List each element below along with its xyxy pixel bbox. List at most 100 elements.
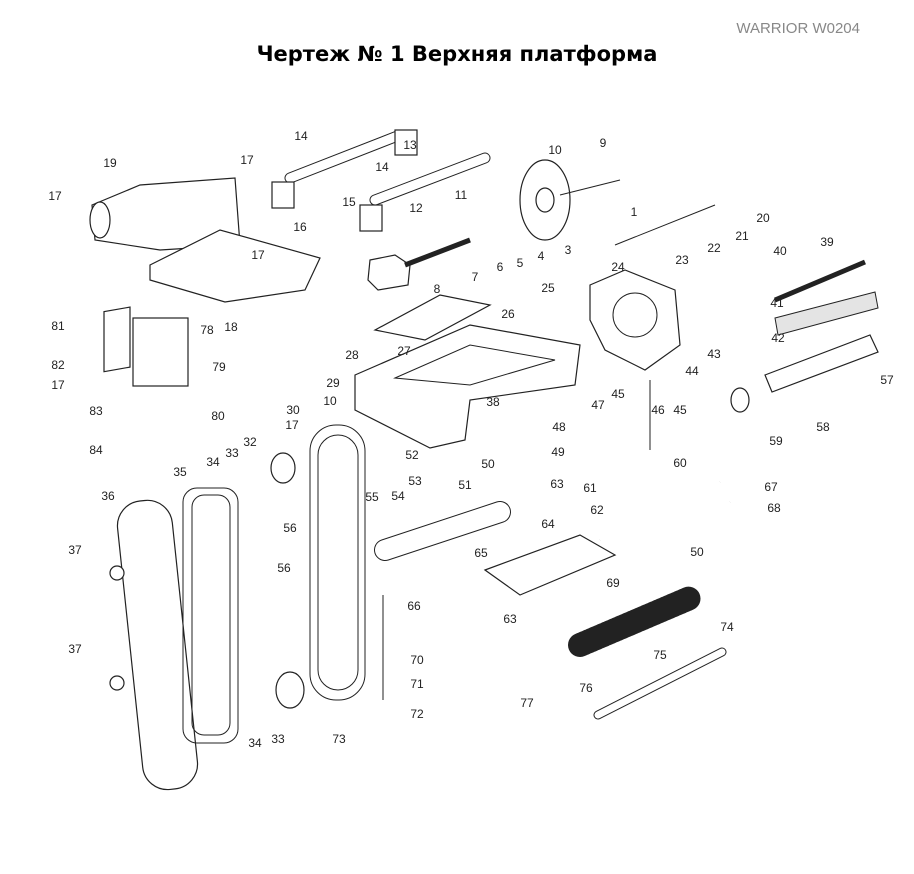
part-number-label: 71: [410, 677, 424, 691]
part-number-label: 67: [764, 480, 778, 494]
part-number-label: 73: [332, 732, 346, 746]
part-number-label: 3: [565, 243, 572, 257]
part-number-label: 14: [294, 129, 308, 143]
part-number-label: 60: [673, 456, 687, 470]
part-number-label: 70: [410, 653, 424, 667]
part-number-label: 46: [651, 403, 665, 417]
dust-port: [89, 201, 111, 239]
belt-guard: [116, 499, 199, 791]
part-number-label: 22: [707, 241, 721, 255]
part-number-label: 82: [51, 358, 65, 372]
part-number-label: 75: [653, 648, 667, 662]
part-number-label: 17: [51, 378, 65, 392]
part-number-label: 43: [707, 347, 721, 361]
part-number-label: 51: [458, 478, 472, 492]
part-number-label: 9: [600, 136, 607, 150]
part-number-label: 49: [551, 445, 565, 459]
part-number-label: 15: [342, 195, 356, 209]
gib-39: [774, 259, 866, 303]
roller-74: [568, 586, 702, 657]
gear-block: [367, 254, 411, 291]
part-number-label: 18: [224, 320, 238, 334]
part-number-label: 37: [68, 543, 82, 557]
part-number-label: 4: [538, 249, 545, 263]
lead-screw: [404, 237, 471, 268]
part-number-label: 45: [611, 387, 625, 401]
part-number-label: 45: [673, 403, 687, 417]
part-number-label: 5: [517, 256, 524, 270]
part-number-label: 61: [583, 481, 597, 495]
part-number-label: 42: [771, 331, 785, 345]
part-number-label: 16: [293, 220, 307, 234]
part-number-label: 6: [497, 260, 504, 274]
part-number-label: 19: [103, 156, 117, 170]
part-number-label: 57: [880, 373, 894, 387]
part-number-label: 76: [579, 681, 593, 695]
part-number-label: 10: [548, 143, 562, 157]
part-number-label: 14: [375, 160, 389, 174]
part-number-label: 56: [283, 521, 297, 535]
part-number-label: 11: [455, 188, 468, 202]
cutterhead: [764, 334, 879, 393]
drive-belt: [309, 424, 366, 701]
part-number-label: 20: [756, 211, 770, 225]
part-drawings: [89, 129, 879, 791]
knob-37a: [109, 565, 125, 581]
part-number-label: 62: [590, 503, 604, 517]
blade-41: [774, 291, 879, 336]
bracket-13: [394, 129, 418, 156]
part-number-label: 44: [685, 364, 699, 378]
cover-plate-26: [373, 294, 492, 341]
part-number-label: 63: [503, 612, 517, 626]
part-number-label: 17: [285, 418, 299, 432]
part-number-label: 17: [240, 153, 254, 167]
chip-deflector-69: [483, 534, 617, 596]
part-number-label: 68: [767, 501, 781, 515]
part-number-label: 17: [48, 189, 62, 203]
part-number-label: 32: [243, 435, 257, 449]
part-number-label: 58: [816, 420, 830, 434]
bearing-59: [730, 387, 750, 413]
part-number-label: 25: [541, 281, 555, 295]
part-number-label: 84: [89, 443, 103, 457]
part-number-label: 53: [408, 474, 422, 488]
bracket-15: [271, 181, 295, 209]
part-number-label: 17: [251, 248, 265, 262]
switch-box: [132, 317, 189, 387]
part-number-label: 23: [675, 253, 689, 267]
part-number-label: 1: [631, 205, 638, 219]
part-number-label: 28: [345, 348, 359, 362]
part-number-label: 59: [769, 434, 783, 448]
part-number-label: 33: [225, 446, 239, 460]
part-number-label: 7: [472, 270, 479, 284]
main-frame: [354, 324, 581, 449]
part-number-label: 10: [323, 394, 337, 408]
part-number-label: 29: [326, 376, 340, 390]
part-number-label: 55: [365, 490, 379, 504]
part-number-label: 52: [405, 448, 419, 462]
part-number-label: 64: [541, 517, 555, 531]
part-number-label: 13: [403, 138, 417, 152]
part-number-label: 54: [391, 489, 405, 503]
part-number-label: 79: [212, 360, 226, 374]
part-number-label: 36: [101, 489, 115, 503]
pulley-32: [270, 452, 296, 484]
part-number-label: 56: [277, 561, 291, 575]
part-number-label: 69: [606, 576, 620, 590]
part-number-label: 65: [474, 546, 488, 560]
part-number-label: 74: [720, 620, 734, 634]
part-number-label: 33: [271, 732, 285, 746]
part-number-label: 26: [501, 307, 515, 321]
brand-model-label: WARRIOR W0204: [736, 20, 860, 37]
part-number-label: 50: [481, 457, 495, 471]
part-number-label: 30: [286, 403, 300, 417]
part-number-label: 47: [591, 398, 605, 412]
part-number-label: 50: [690, 545, 704, 559]
part-number-label: 37: [68, 642, 82, 656]
part-number-label: 72: [410, 707, 424, 721]
page-title: Чертеж № 1 Верхняя платформа: [256, 42, 658, 66]
part-number-label: 81: [51, 319, 65, 333]
part-number-label: 34: [248, 736, 262, 750]
part-number-label: 80: [211, 409, 225, 423]
